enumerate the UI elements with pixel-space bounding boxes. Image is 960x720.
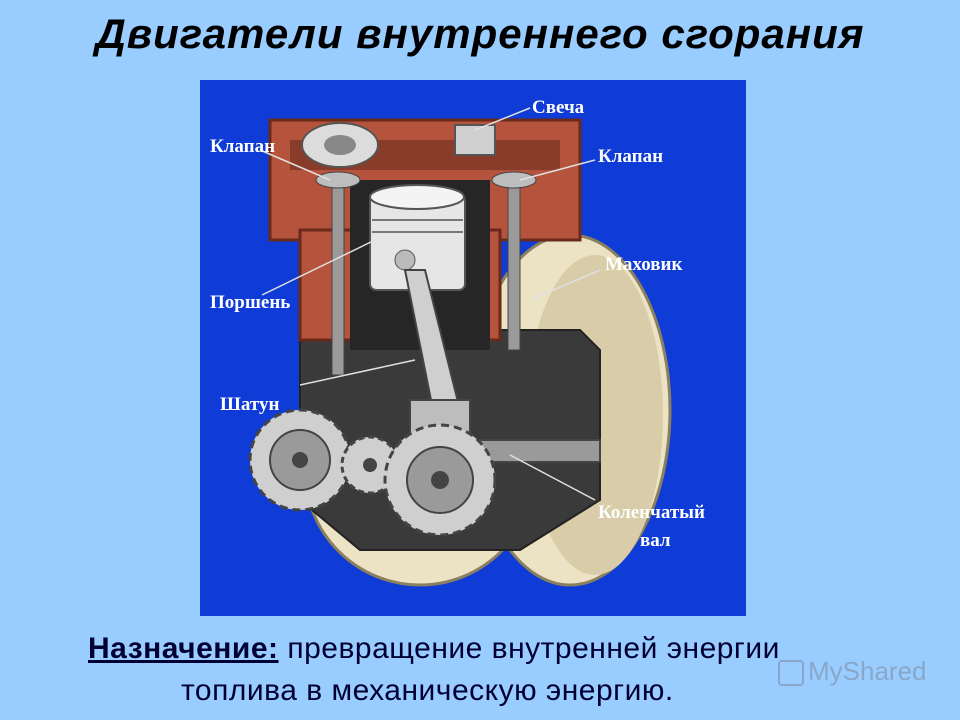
watermark: MyShared (778, 656, 927, 687)
watermark-text: MyShared (808, 656, 927, 686)
watermark-logo-icon (778, 660, 804, 687)
label-spark-plug: Свеча (532, 97, 585, 118)
valves (315, 171, 537, 376)
label-crankshaft-line1: Коленчатый (598, 502, 705, 523)
purpose-text-line-1: превращение внутренней энергии (278, 632, 780, 665)
label-piston: Поршень (210, 292, 290, 313)
purpose-term: Назначение: (88, 632, 279, 665)
purpose-line-1: Назначение: превращение внутренней энерг… (88, 632, 780, 666)
purpose-text-line-2: топлива в механическую энергию. (181, 674, 674, 707)
spark-plug (301, 122, 496, 168)
engine-diagram: Свеча Клапан Клапан Маховик Поршень Шату… (200, 80, 746, 616)
label-connecting-rod: Шатун (220, 394, 279, 415)
label-crankshaft-line2: вал (640, 530, 671, 551)
leader-lines (259, 107, 601, 501)
label-valve-left: Клапан (210, 136, 275, 157)
slide-title: Двигатели внутреннего сгорания (95, 10, 865, 57)
piston (369, 184, 466, 291)
gears (248, 408, 497, 537)
label-valve-right: Клапан (598, 146, 663, 167)
label-flywheel: Маховик (605, 254, 682, 275)
